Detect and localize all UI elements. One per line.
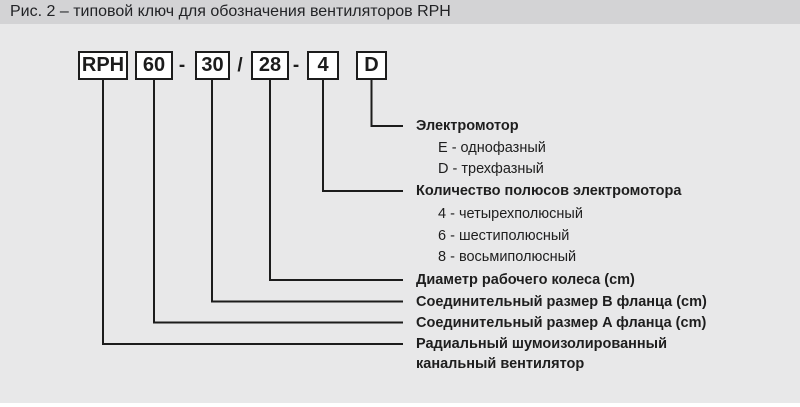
legend-series-label-1: Радиальный шумоизолированный — [416, 336, 667, 352]
legend-poles-heading: Количество полюсов электромотора — [416, 183, 682, 199]
legend-motor-heading: Электромотор — [416, 118, 519, 134]
code-box-series: RPH — [78, 51, 128, 80]
code-separator-slash: / — [237, 55, 243, 76]
connector-60 — [153, 80, 403, 324]
code-separator-dash-2: - — [292, 55, 300, 76]
figure-caption-bar: Рис. 2 – типовой ключ для обозначения ве… — [0, 0, 800, 24]
connector-30 — [211, 80, 403, 303]
connector-rph — [102, 80, 403, 345]
legend-flange-a-label: Соединительный размер A фланца (cm) — [416, 315, 707, 331]
legend-poles-option-4: 4 - четырехполюсный — [438, 206, 583, 222]
code-box-poles: 4 — [307, 51, 339, 80]
code-box-motor: D — [356, 51, 387, 80]
legend-motor-option-e: E - однофазный — [438, 140, 546, 156]
legend-poles-option-6: 6 - шестиполюсный — [438, 228, 570, 244]
legend-impeller-label: Диаметр рабочего колеса (cm) — [416, 272, 635, 288]
code-box-flange-b: 30 — [195, 51, 230, 80]
legend-series-label-2: канальный вентилятор — [416, 356, 585, 372]
code-separator-dash-1: - — [178, 55, 186, 76]
legend-poles-option-8: 8 - восьмиполюсный — [438, 249, 577, 265]
legend-flange-b-label: Соединительный размер B фланца (cm) — [416, 294, 707, 310]
connector-4 — [322, 80, 403, 192]
code-box-flange-a: 60 — [135, 51, 173, 80]
code-box-impeller: 28 — [251, 51, 289, 80]
connector-d — [370, 80, 403, 127]
legend-motor-option-d: D - трехфазный — [438, 161, 544, 177]
connector-28 — [269, 80, 403, 281]
figure-caption: Рис. 2 – типовой ключ для обозначения ве… — [10, 3, 451, 20]
